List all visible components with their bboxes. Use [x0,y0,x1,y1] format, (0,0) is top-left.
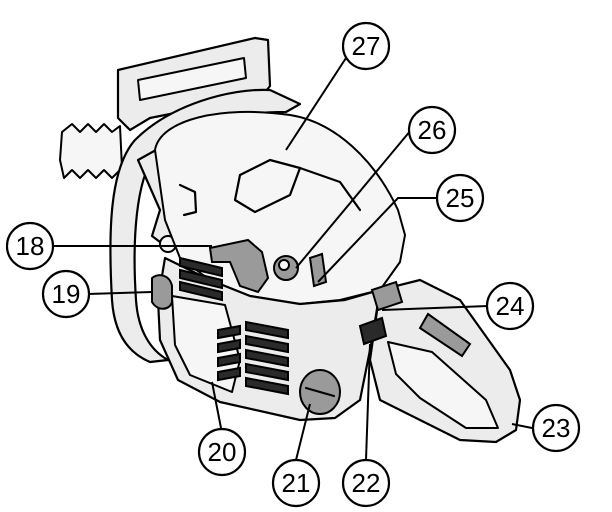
brake-lever [208,238,270,294]
callout-18: 18 [5,221,55,271]
rear-handle-frame [116,36,272,132]
callout-22: 22 [341,458,391,508]
callout-18-label: 18 [16,231,45,261]
callout-23: 23 [531,403,581,453]
callout-19: 19 [41,269,91,319]
callout-20-label: 20 [208,437,237,467]
intake-grille [179,256,223,302]
starter-grip [151,274,173,310]
callouts: 27 26 25 18 19 24 20 21 [5,21,581,508]
rear-handle-grip [368,278,522,444]
fuel-cap [299,369,341,415]
callout-21-label: 21 [282,468,311,498]
callout-24-label: 24 [496,291,525,321]
callout-26-label: 26 [418,115,447,145]
callout-27: 27 [341,21,391,71]
callout-27-label: 27 [352,31,381,61]
guide-bar [59,123,123,179]
callout-19-label: 19 [52,279,81,309]
callout-22-label: 22 [352,468,381,498]
callout-25: 25 [435,173,485,223]
callout-24: 24 [485,281,535,331]
leader-lines [52,57,533,461]
callout-21: 21 [271,458,321,508]
callout-23-label: 23 [542,413,571,443]
cooling-vents [217,320,289,396]
throttle-trigger [358,280,404,346]
callout-20: 20 [197,427,247,477]
callout-25-label: 25 [446,183,475,213]
callout-26: 26 [407,105,457,155]
